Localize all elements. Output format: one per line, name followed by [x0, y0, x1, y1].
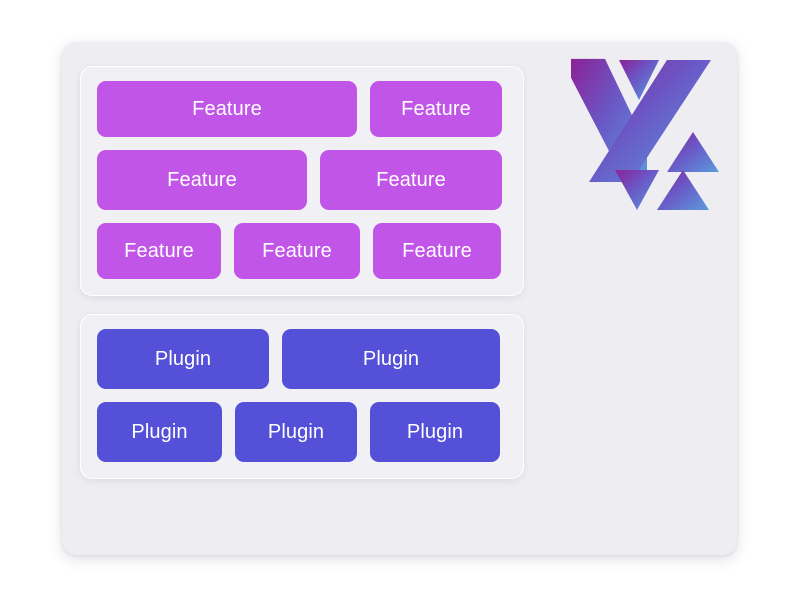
feature-button[interactable]: Feature: [234, 223, 360, 279]
plugins-row-2: Plugin Plugin Plugin: [97, 402, 507, 462]
plugin-button[interactable]: Plugin: [97, 402, 222, 462]
brand-logo-icon: [571, 58, 719, 210]
plugin-button[interactable]: Plugin: [370, 402, 500, 462]
feature-button[interactable]: Feature: [320, 150, 502, 210]
features-row-2: Feature Feature: [97, 150, 507, 210]
feature-button[interactable]: Feature: [97, 81, 357, 137]
brand-logo: [567, 52, 727, 212]
logo-shape-triangle-bottom-right: [657, 170, 709, 210]
logo-shape-small-v-bottom: [615, 170, 659, 210]
plugin-button[interactable]: Plugin: [282, 329, 500, 389]
logo-shape-triangle-upper-right: [667, 132, 719, 172]
plugin-button[interactable]: Plugin: [97, 329, 269, 389]
feature-button[interactable]: Feature: [373, 223, 501, 279]
plugins-row-1: Plugin Plugin: [97, 329, 507, 389]
logo-shape-diagonal-slash: [589, 60, 711, 182]
feature-button[interactable]: Feature: [370, 81, 502, 137]
logo-shape-small-v-top: [619, 60, 659, 100]
plugins-panel: Plugin Plugin Plugin Plugin Plugin: [80, 314, 524, 479]
panel-column: Feature Feature Feature Feature Feature …: [80, 66, 524, 479]
features-row-3: Feature Feature Feature: [97, 223, 507, 279]
feature-button[interactable]: Feature: [97, 223, 221, 279]
plugin-button[interactable]: Plugin: [235, 402, 357, 462]
features-row-1: Feature Feature: [97, 81, 507, 137]
features-panel: Feature Feature Feature Feature Feature …: [80, 66, 524, 296]
main-card: Feature Feature Feature Feature Feature …: [62, 42, 737, 555]
feature-button[interactable]: Feature: [97, 150, 307, 210]
